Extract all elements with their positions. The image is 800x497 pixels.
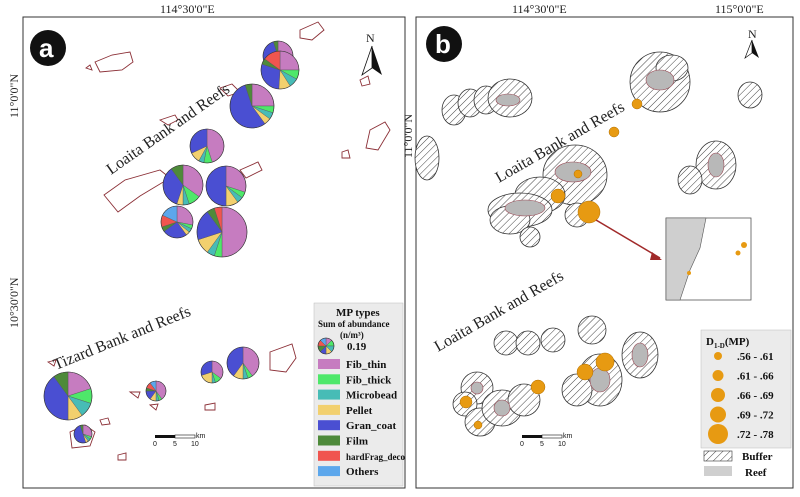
panel-b-inset (595, 217, 752, 301)
panel-a-scale-bar: km 0 5 10 (153, 433, 206, 448)
legend-swatch-fib-thick (318, 374, 340, 385)
pie-10 (200, 360, 224, 384)
legend-swatch-film (318, 435, 340, 446)
panel-a-north-letter: N (366, 31, 375, 45)
legend-label-gran-coat: Gran_coat (346, 420, 396, 432)
panel-a-legend: MP types Sum of abundance (n/m³) 0.19 Fi… (313, 302, 405, 487)
panel-a-legend-items: Fib_thinFib_thickMicrobeadPelletGran_coa… (318, 359, 405, 478)
pie-8 (196, 206, 248, 258)
panel-b-legend: D1-D(MP) .56 - .61 .61 - .66 .66 - .69 .69 … (700, 329, 792, 479)
panel-a: 114°30'0"E 11°0'0"N 10°30'0"N a N (7, 2, 406, 489)
panel-b-scale-tick-5: 5 (540, 441, 544, 448)
panel-a-north-arrow: N (361, 31, 382, 77)
panel-b-legend-reef-swatch (704, 466, 732, 476)
legend-swatch-fib-thin (318, 359, 340, 369)
panel-b-label: b (435, 29, 451, 59)
panel-a-lat-1: 11°0'0"N (7, 74, 21, 118)
legend-b-point-1 (712, 370, 724, 381)
panel-b: 114°30'0"E 115°0'0"E 11°0'0"N b N (401, 2, 794, 489)
panel-a-scale-tick-0: 0 (153, 441, 157, 448)
legend-b-class-2: .66 - .69 (737, 390, 774, 402)
panel-a-legend-subtitle: Sum of abundance (318, 319, 390, 329)
panel-b-top-coord-1: 114°30'0"E (512, 2, 567, 16)
panel-b-top-coord-2: 115°0'0"E (715, 2, 764, 16)
panel-b-legend-items: .56 - .61 .61 - .66 .66 - .69 .69 - .72 .72 … (708, 351, 774, 444)
pie-11 (145, 380, 167, 402)
panel-b-scale-unit: km (563, 433, 573, 440)
legend-swatch-hardfrag-deco (318, 450, 340, 461)
pie-3 (229, 83, 275, 129)
panel-b-badge (426, 26, 462, 62)
panel-a-legend-title: MP types (336, 307, 380, 319)
panel-a-label: a (39, 33, 54, 63)
legend-label-others: Others (346, 466, 379, 478)
legend-b-point-4 (708, 424, 728, 444)
legend-label-fib-thick: Fib_thick (346, 374, 392, 386)
pie-4 (189, 128, 225, 164)
panel-a-top-coord: 114°30'0"E (160, 2, 215, 16)
legend-label-pellet: Pellet (346, 405, 373, 417)
panel-a-legend-size-value: 0.19 (347, 341, 367, 353)
legend-swatch-gran-coat (318, 420, 340, 431)
panel-a-scale-tick-5: 5 (173, 441, 177, 448)
pie-1 (73, 424, 93, 444)
panel-b-legend-buffer-swatch (703, 450, 733, 462)
panel-b-points (459, 98, 643, 430)
legend-b-class-1: .61 - .66 (737, 371, 774, 383)
panel-a-scale-tick-10: 10 (191, 441, 199, 448)
legend-b-point-3 (710, 406, 726, 423)
panel-b-legend-buffer: Buffer (742, 451, 773, 463)
pie-2 (260, 50, 300, 90)
panel-b-north-letter: N (748, 27, 757, 41)
panel-b-scale-bar: km 0 5 10 (520, 433, 573, 448)
pie-9 (226, 346, 260, 380)
panel-b-reefs (470, 69, 725, 417)
panel-a-pies (43, 40, 300, 444)
panel-b-scale-tick-10: 10 (558, 441, 566, 448)
panel-a-legend-unit: (n/m³) (340, 330, 364, 340)
legend-swatch-microbead (318, 389, 340, 400)
panel-a-lat-2: 10°30'0"N (7, 277, 21, 328)
pie-6 (205, 165, 247, 207)
pie-12 (43, 371, 93, 421)
legend-label-film: Film (346, 436, 368, 448)
legend-b-point-2 (711, 388, 725, 402)
panel-b-legend-title: D1-D(MP) (706, 336, 750, 350)
panel-b-legend-reef: Reef (745, 467, 767, 479)
panel-a-legend-pie (317, 337, 335, 355)
panel-b-scale-tick-0: 0 (520, 441, 524, 448)
legend-swatch-others (318, 466, 340, 477)
legend-b-class-4: .72 - .78 (737, 429, 774, 441)
legend-label-hardfrag-deco: hardFrag_deco (346, 452, 405, 462)
pie-5 (162, 164, 204, 206)
legend-swatch-pellet (318, 404, 340, 415)
legend-b-point-0 (714, 352, 722, 360)
panel-b-lat-1: 11°0'0"N (401, 114, 415, 158)
panel-a-scale-unit: km (196, 433, 206, 440)
pie-7 (160, 205, 194, 239)
legend-label-fib-thin: Fib_thin (346, 359, 386, 371)
legend-b-class-3: .69 - .72 (737, 410, 774, 422)
legend-label-microbead: Microbead (346, 390, 397, 402)
panel-b-north-arrow: N (744, 27, 759, 59)
legend-b-class-0: .56 - .61 (737, 351, 774, 363)
panel-a-badge (30, 30, 66, 66)
